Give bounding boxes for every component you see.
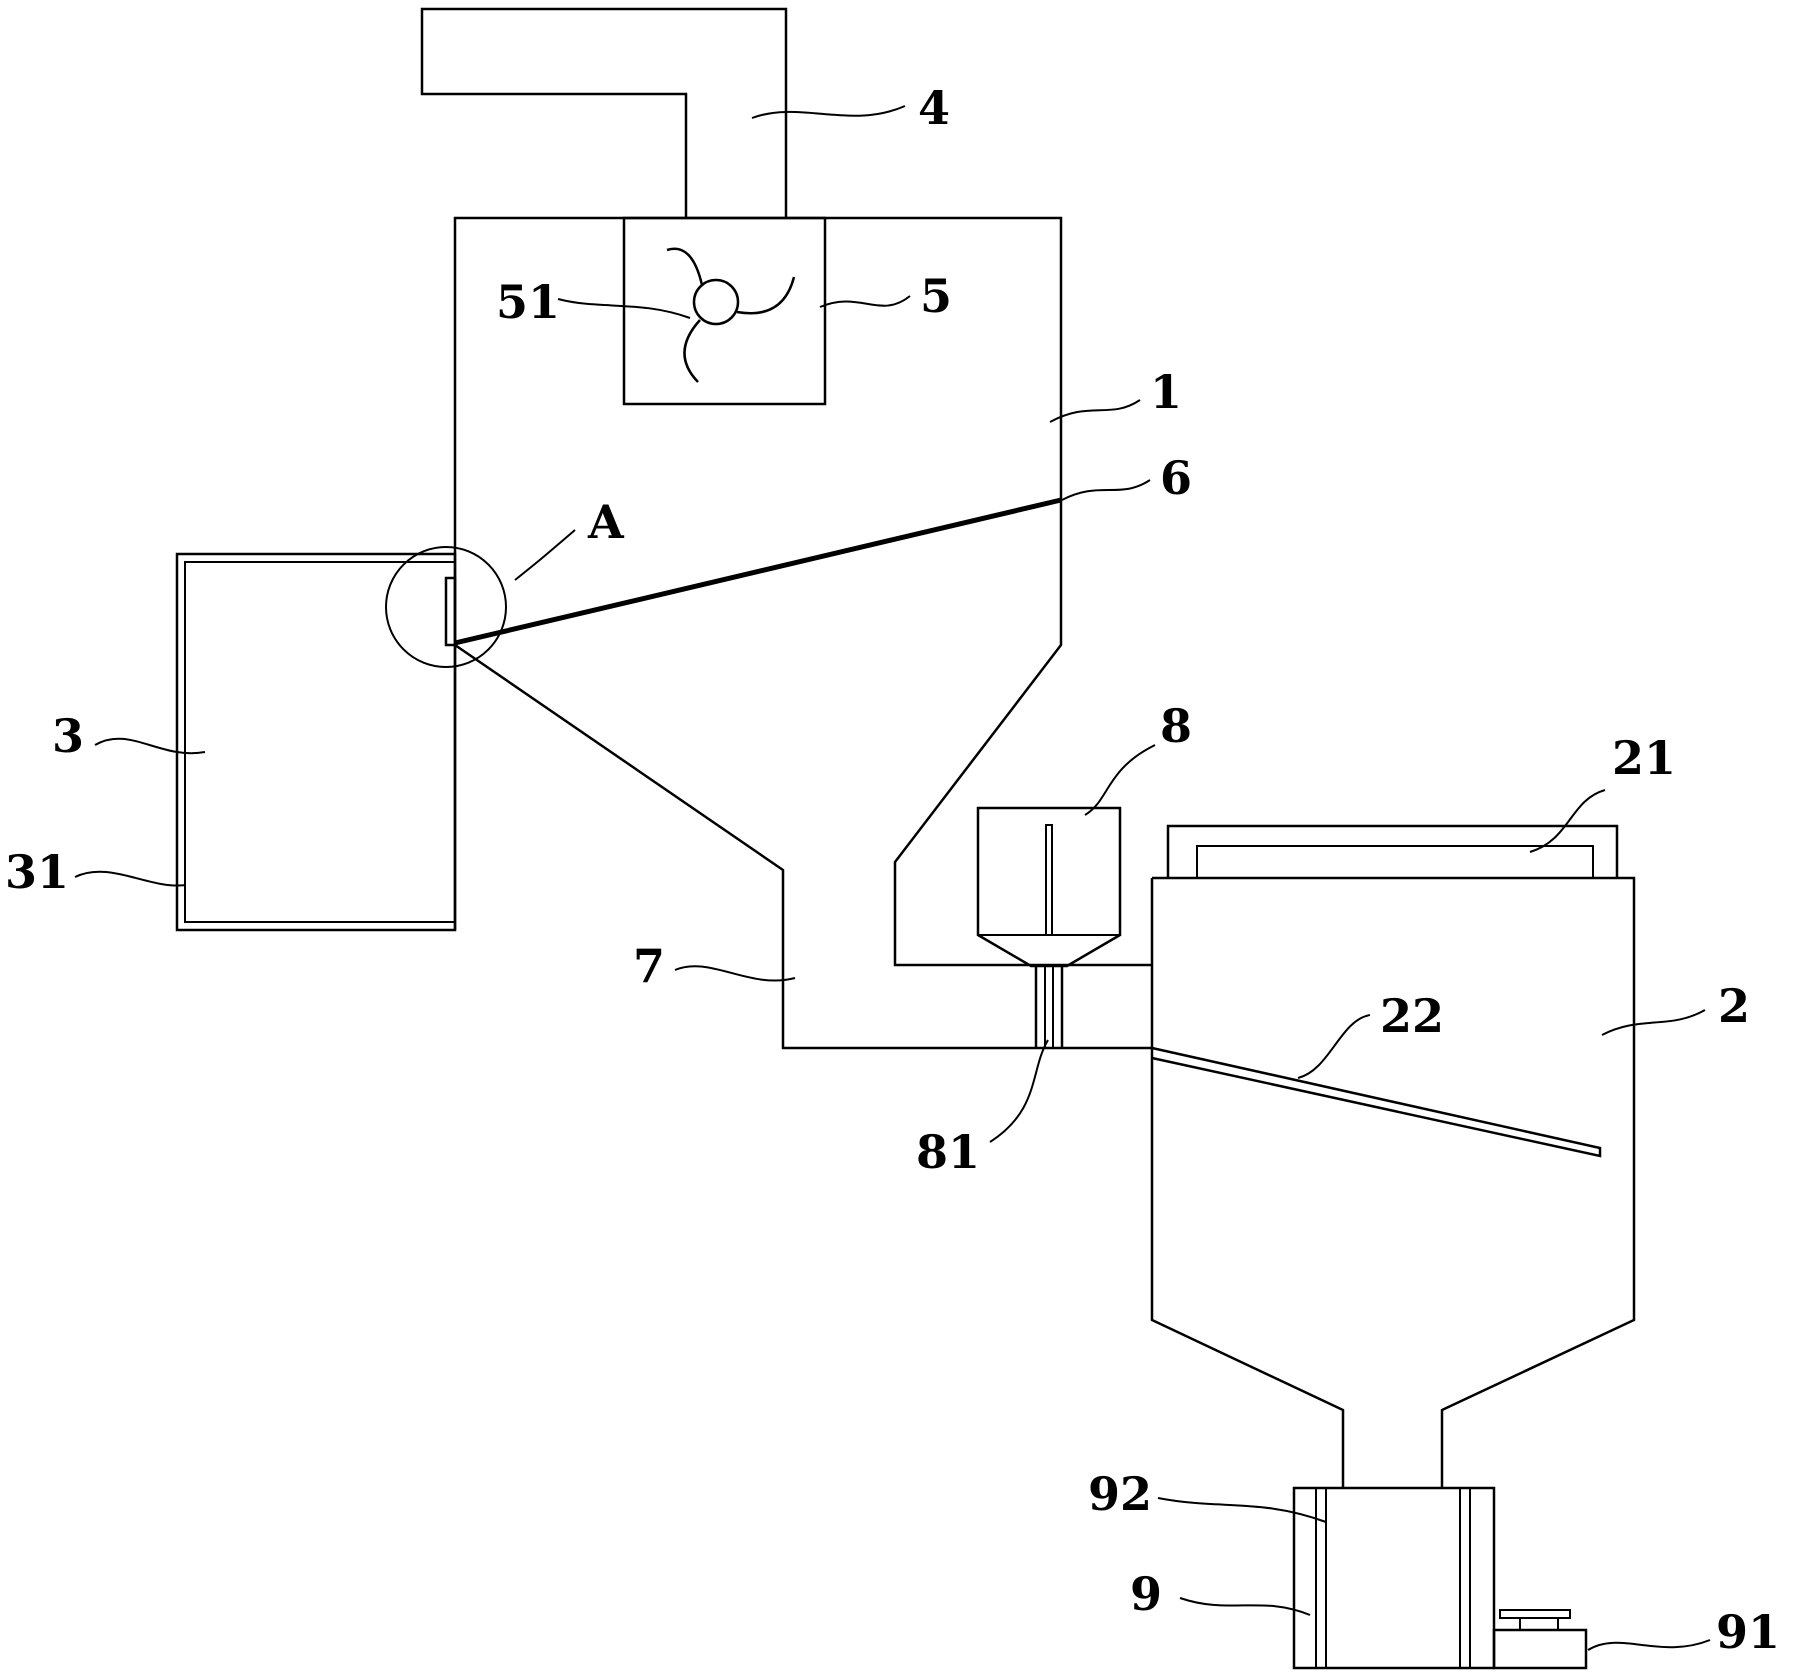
lid-21-outer bbox=[1166, 824, 1619, 878]
leader-91 bbox=[1587, 1639, 1711, 1651]
filter-92-left bbox=[1315, 1487, 1327, 1669]
lid-21-inner bbox=[1196, 845, 1594, 878]
leader-7 bbox=[674, 965, 796, 982]
label-51: 51 bbox=[496, 275, 560, 329]
valve-81-stem bbox=[1044, 965, 1054, 1049]
outlet-chamber-9 bbox=[1292, 1486, 1496, 1670]
label-22: 22 bbox=[1380, 989, 1444, 1043]
filter-92-right bbox=[1459, 1487, 1471, 1669]
label-4: 4 bbox=[918, 81, 950, 135]
leader-3 bbox=[94, 737, 206, 755]
leader-9 bbox=[1179, 1597, 1311, 1616]
fan-blade-3 bbox=[683, 319, 701, 383]
fan-hub-51 bbox=[692, 278, 740, 326]
leader-1 bbox=[1049, 399, 1141, 423]
valve-81 bbox=[1034, 966, 1064, 1048]
leader-2 bbox=[1601, 1009, 1706, 1036]
label-2: 2 bbox=[1718, 979, 1750, 1033]
screen-bracket bbox=[444, 576, 457, 647]
inclined-plate-22 bbox=[1151, 1046, 1602, 1158]
label-9: 9 bbox=[1130, 1567, 1162, 1621]
leader-A bbox=[514, 529, 576, 581]
leader-6 bbox=[1061, 479, 1151, 501]
hopper-8-stirrer bbox=[1045, 824, 1053, 936]
fan-blade-2 bbox=[736, 276, 796, 315]
leader-92 bbox=[1157, 1497, 1327, 1523]
leader-22 bbox=[1297, 1014, 1371, 1079]
label-21: 21 bbox=[1612, 731, 1676, 785]
label-7: 7 bbox=[633, 939, 665, 993]
box-lining-31 bbox=[184, 561, 455, 923]
detail-circle-A bbox=[385, 546, 507, 668]
leader-21 bbox=[1529, 789, 1606, 853]
leader-81 bbox=[989, 1039, 1049, 1143]
label-5: 5 bbox=[920, 269, 952, 323]
label-6: 6 bbox=[1160, 451, 1192, 505]
label-1: 1 bbox=[1150, 365, 1182, 419]
inlet-duct-4 bbox=[420, 7, 788, 218]
label-31: 31 bbox=[5, 845, 69, 899]
label-A: A bbox=[587, 495, 625, 549]
label-3: 3 bbox=[52, 709, 84, 763]
fan-housing-5 bbox=[622, 216, 827, 406]
label-81: 81 bbox=[916, 1125, 980, 1179]
motor-91-body bbox=[1492, 1628, 1588, 1670]
leader-4 bbox=[751, 105, 906, 119]
dosing-hopper-8 bbox=[976, 806, 1122, 968]
label-8: 8 bbox=[1160, 699, 1192, 753]
motor-91-top bbox=[1499, 1609, 1571, 1619]
motor-91-base bbox=[1519, 1617, 1559, 1631]
side-box-3 bbox=[175, 552, 457, 932]
vessel-1-lower-cone bbox=[454, 643, 1152, 1050]
inclined-screen-6 bbox=[454, 497, 1062, 646]
main-vessel-1 bbox=[453, 216, 1152, 967]
fan-blade-1 bbox=[666, 247, 704, 286]
label-92: 92 bbox=[1088, 1467, 1152, 1521]
second-vessel-2 bbox=[1150, 876, 1636, 1488]
leader-51 bbox=[557, 298, 691, 319]
leader-8 bbox=[1084, 744, 1156, 816]
leader-31 bbox=[74, 870, 187, 887]
leader-5 bbox=[819, 295, 911, 308]
label-91: 91 bbox=[1716, 1605, 1780, 1659]
